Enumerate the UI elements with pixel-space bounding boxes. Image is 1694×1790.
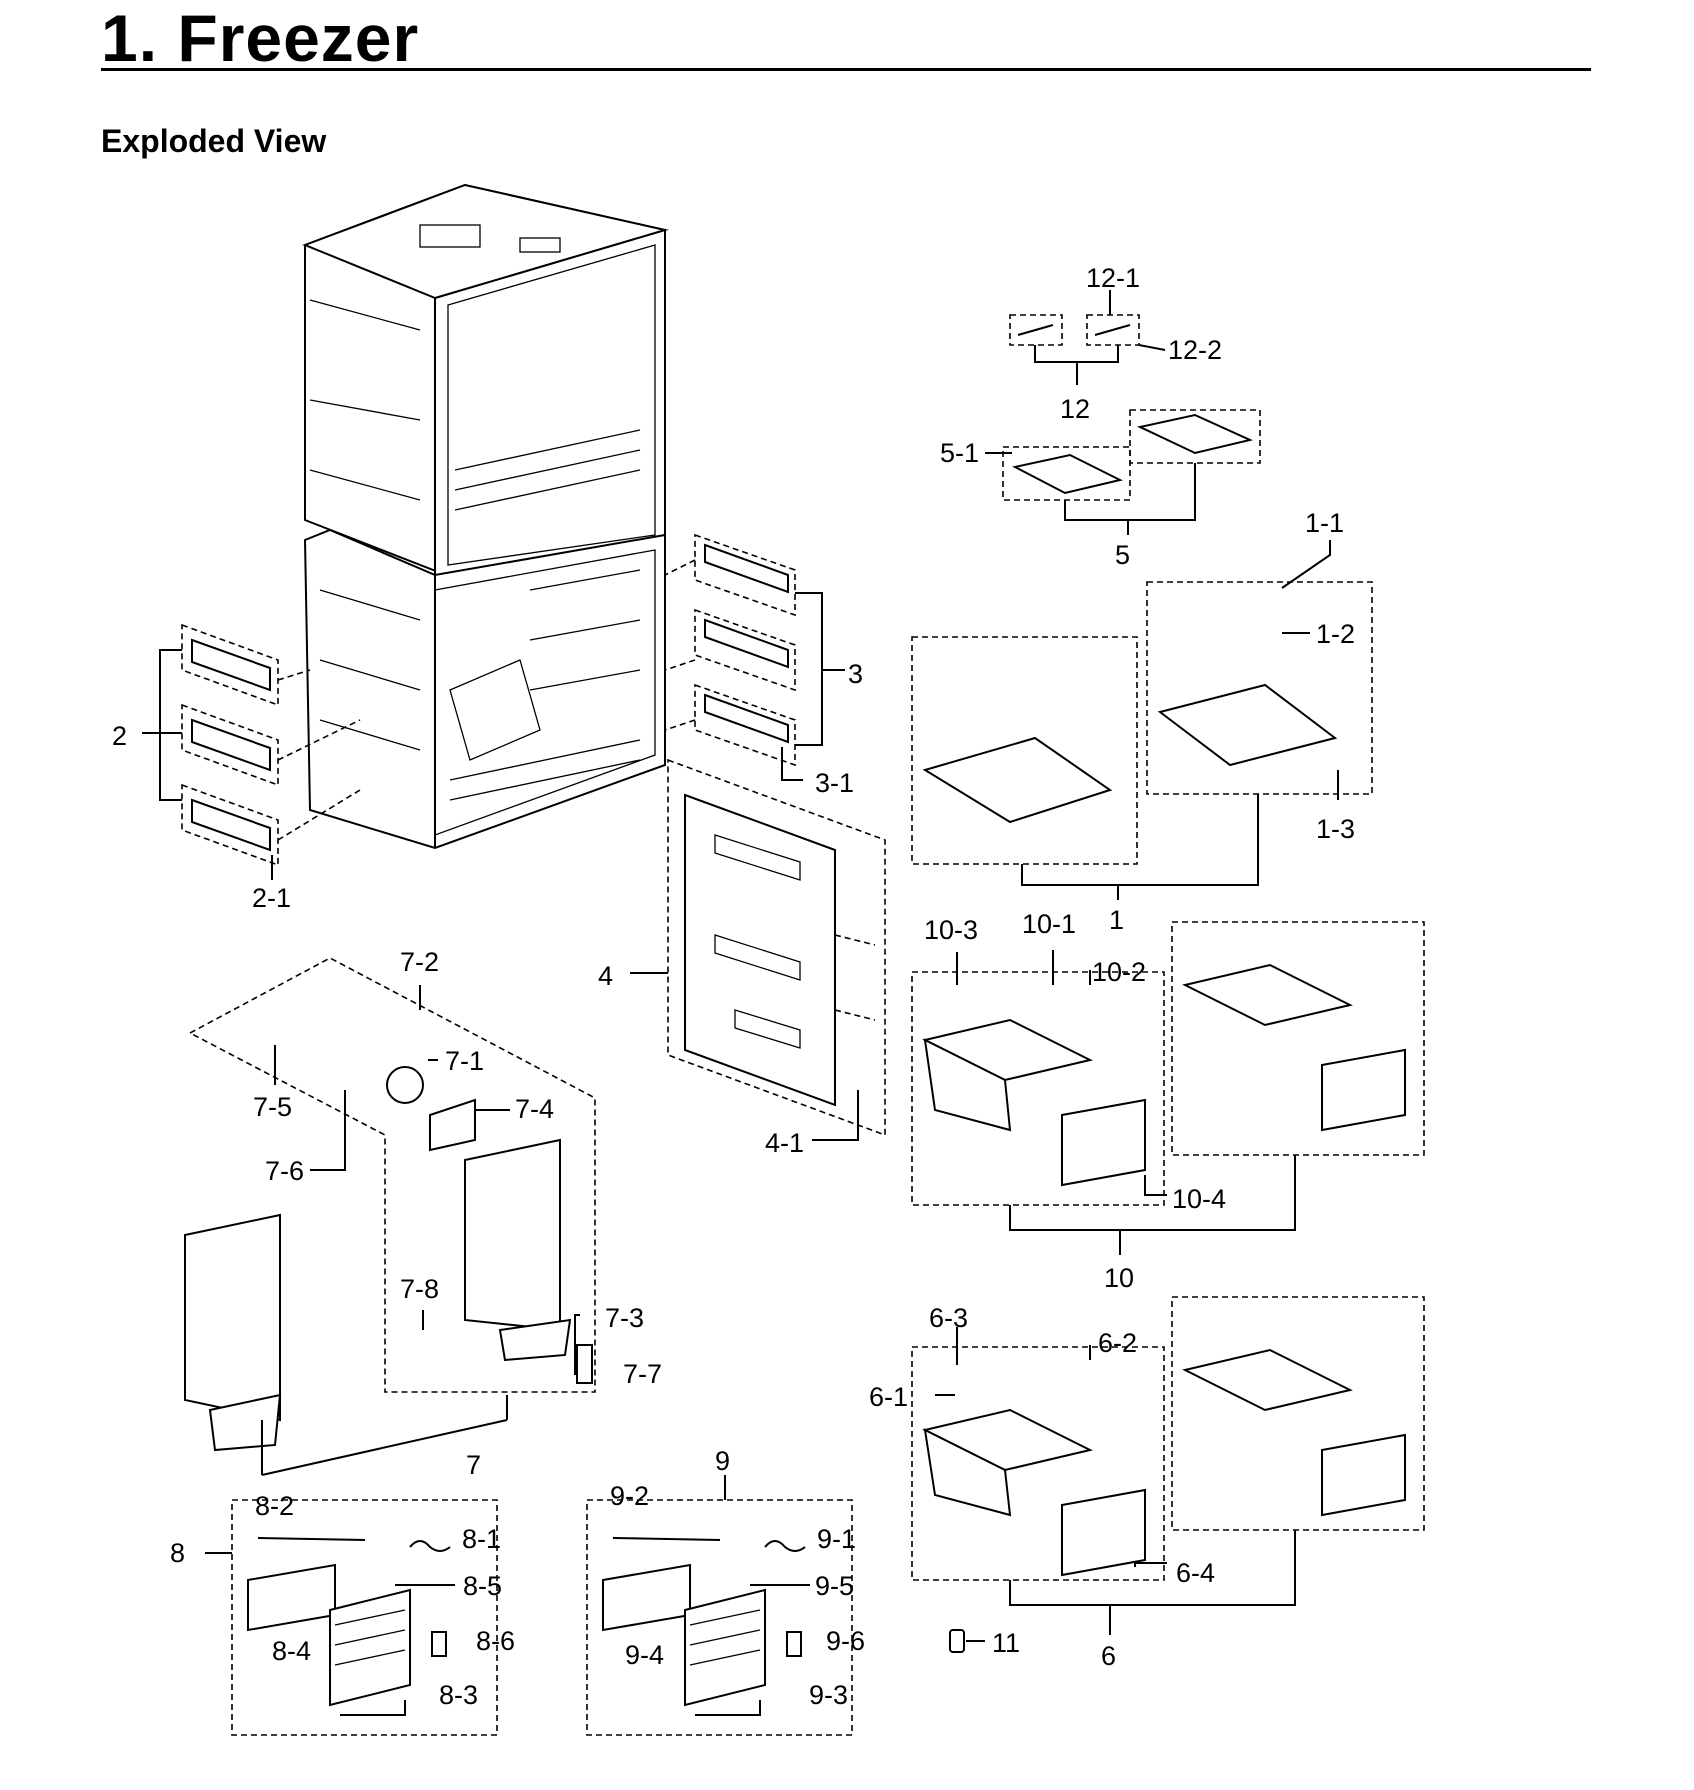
label-7-6: 7-6: [265, 1156, 304, 1186]
label-10: 10: [1104, 1263, 1134, 1293]
label-8-6: 8-6: [476, 1626, 515, 1656]
label-3-1: 3-1: [815, 768, 854, 798]
label-4: 4: [598, 961, 613, 991]
label-2-1: 2-1: [252, 883, 291, 913]
label-6-3: 6-3: [929, 1303, 968, 1333]
part-9-defrost-heater: [586, 1475, 853, 1736]
label-8: 8: [170, 1538, 185, 1568]
label-12: 12: [1060, 394, 1090, 424]
label-11: 11: [992, 1628, 1020, 1658]
label-7: 7: [466, 1450, 481, 1480]
label-10-4: 10-4: [1172, 1184, 1226, 1214]
label-7-5: 7-5: [253, 1092, 292, 1122]
page-title: 1. Freezer: [101, 1, 420, 75]
title-underline: [101, 68, 1591, 71]
label-12-2: 12-2: [1168, 335, 1222, 365]
label-12-1: 12-1: [1086, 263, 1140, 293]
part-3-rails: [664, 533, 845, 781]
label-6-1: 6-1: [869, 1382, 908, 1412]
label-9-4: 9-4: [625, 1640, 664, 1670]
part-12-and-5: [985, 290, 1261, 535]
label-5: 5: [1115, 540, 1130, 570]
label-6-2: 6-2: [1098, 1328, 1137, 1358]
label-9-6: 9-6: [826, 1626, 865, 1656]
label-9-2: 9-2: [610, 1481, 649, 1511]
label-9-1: 9-1: [817, 1524, 856, 1554]
label-3: 3: [848, 659, 863, 689]
label-7-2: 7-2: [400, 947, 439, 977]
label-5-1: 5-1: [940, 438, 979, 468]
part-11-clip: [949, 1629, 985, 1653]
part-2-rails: [142, 623, 361, 880]
part-6-drawers: [911, 1296, 1425, 1635]
label-10-3: 10-3: [924, 915, 978, 945]
label-10-2: 10-2: [1092, 957, 1146, 987]
part-8-defrost-heater: [205, 1499, 498, 1736]
part-4-partition: [630, 758, 886, 1141]
label-9-5: 9-5: [815, 1571, 854, 1601]
label-8-4: 8-4: [272, 1636, 311, 1666]
label-8-1: 8-1: [462, 1524, 501, 1554]
section-subtitle: Exploded View: [101, 123, 327, 159]
freezer-cabinet: [302, 183, 669, 850]
label-2: 2: [112, 721, 127, 751]
label-6-4: 6-4: [1176, 1558, 1215, 1588]
label-7-4: 7-4: [515, 1094, 554, 1124]
callout-labels: 12-1 12-2 12 5-1 5 1-1 1-2 1-3 1 3 3-1 2…: [112, 263, 1355, 1710]
label-7-8: 7-8: [400, 1274, 439, 1304]
label-7-1: 7-1: [445, 1046, 484, 1076]
label-10-1: 10-1: [1022, 909, 1076, 939]
part-7-evaporator-cover: [184, 957, 596, 1476]
label-7-3: 7-3: [605, 1303, 644, 1333]
label-1: 1: [1109, 905, 1124, 935]
label-1-2: 1-2: [1316, 619, 1355, 649]
label-8-2: 8-2: [255, 1491, 294, 1521]
label-1-3: 1-3: [1316, 814, 1355, 844]
label-9-3: 9-3: [809, 1680, 848, 1710]
label-6: 6: [1101, 1641, 1116, 1671]
label-7-7: 7-7: [623, 1359, 662, 1389]
part-10-drawers: [911, 921, 1425, 1255]
label-1-1: 1-1: [1305, 508, 1344, 538]
label-4-1: 4-1: [765, 1128, 804, 1158]
label-8-5: 8-5: [463, 1571, 502, 1601]
label-8-3: 8-3: [439, 1680, 478, 1710]
part-1-trays: [911, 540, 1373, 900]
label-9: 9: [715, 1446, 730, 1476]
